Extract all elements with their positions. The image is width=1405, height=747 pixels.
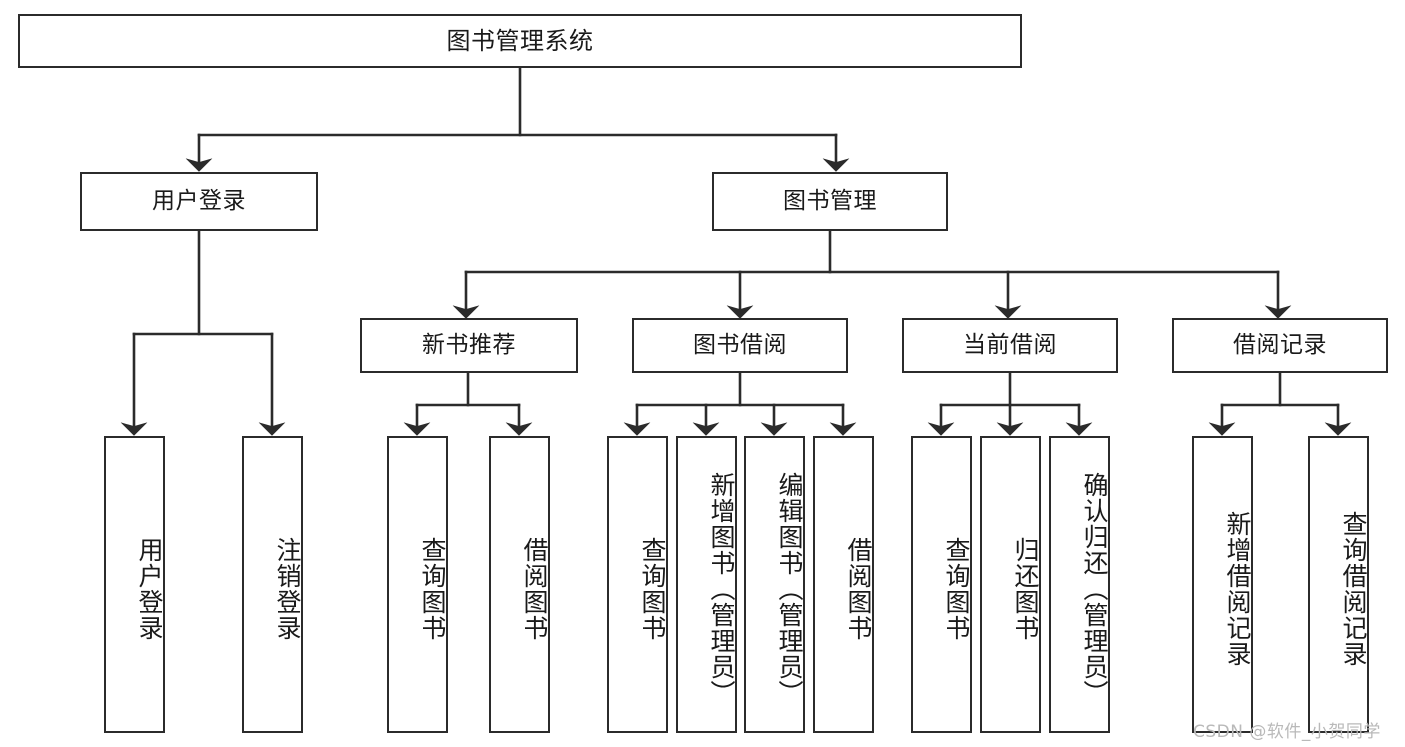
node-leaf-confirm-return-label: 确认归还（管理员）: [1080, 471, 1109, 706]
node-leaf-query-book-1-label: 查询图书: [418, 536, 447, 641]
node-book-borrow[interactable]: 图书借阅: [632, 318, 848, 373]
node-root-label: 图书管理系统: [446, 26, 594, 55]
node-leaf-edit-book-label: 编辑图书（管理员）: [775, 471, 804, 706]
node-leaf-query-book-1[interactable]: 查询图书: [387, 436, 448, 733]
node-leaf-borrow-book-1[interactable]: 借阅图书: [489, 436, 550, 733]
node-book-management-label: 图书管理: [783, 187, 877, 214]
node-leaf-query-book-3[interactable]: 查询图书: [911, 436, 972, 733]
node-current-borrow[interactable]: 当前借阅: [902, 318, 1118, 373]
node-leaf-query-record[interactable]: 查询借阅记录: [1308, 436, 1369, 733]
node-current-borrow-label: 当前借阅: [963, 331, 1057, 358]
node-borrow-record[interactable]: 借阅记录: [1172, 318, 1388, 373]
node-leaf-add-book-label: 新增图书（管理员）: [707, 471, 736, 706]
node-new-book-recommend[interactable]: 新书推荐: [360, 318, 578, 373]
node-leaf-query-book-2-label: 查询图书: [638, 536, 667, 641]
node-leaf-confirm-return[interactable]: 确认归还（管理员）: [1049, 436, 1110, 733]
node-borrow-record-label: 借阅记录: [1233, 331, 1327, 358]
node-leaf-add-record-label: 新增借阅记录: [1223, 510, 1252, 667]
node-leaf-query-book-2[interactable]: 查询图书: [607, 436, 668, 733]
node-leaf-logout-login-label: 注销登录: [273, 536, 302, 641]
node-new-book-recommend-label: 新书推荐: [422, 331, 516, 358]
node-leaf-edit-book[interactable]: 编辑图书（管理员）: [744, 436, 805, 733]
node-leaf-return-book[interactable]: 归还图书: [980, 436, 1041, 733]
node-leaf-add-book[interactable]: 新增图书（管理员）: [676, 436, 737, 733]
node-leaf-borrow-book-1-label: 借阅图书: [520, 536, 549, 641]
node-user-login[interactable]: 用户登录: [80, 172, 318, 231]
node-leaf-borrow-book-2-label: 借阅图书: [844, 536, 873, 641]
node-leaf-user-login-label: 用户登录: [135, 536, 164, 641]
node-leaf-logout-login[interactable]: 注销登录: [242, 436, 303, 733]
node-root-system[interactable]: 图书管理系统: [18, 14, 1022, 68]
node-book-borrow-label: 图书借阅: [693, 331, 787, 358]
node-book-management[interactable]: 图书管理: [712, 172, 948, 231]
node-leaf-add-record[interactable]: 新增借阅记录: [1192, 436, 1253, 733]
node-leaf-borrow-book-2[interactable]: 借阅图书: [813, 436, 874, 733]
node-leaf-query-record-label: 查询借阅记录: [1339, 510, 1368, 667]
node-leaf-query-book-3-label: 查询图书: [942, 536, 971, 641]
node-user-login-label: 用户登录: [152, 187, 246, 214]
node-leaf-return-book-label: 归还图书: [1011, 536, 1040, 641]
node-leaf-user-login[interactable]: 用户登录: [104, 436, 165, 733]
